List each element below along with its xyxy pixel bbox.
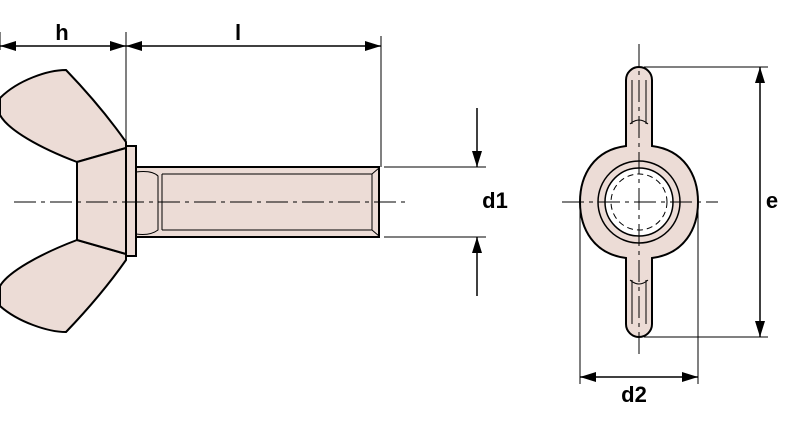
thread-runout-curve [135,171,159,235]
arrowhead [0,41,16,51]
upper-wing [0,68,127,164]
dimension-label-e: e [766,188,778,213]
arrowhead [755,67,765,83]
chamfer-bottom [371,229,380,237]
dimension-d1: d1 [384,108,508,296]
arrowhead [580,372,596,382]
dimension-label-l: l [235,20,241,45]
arrowhead [365,41,381,51]
collar [125,145,137,257]
chamfer-top [371,167,380,175]
dimension-h: h [0,20,127,146]
arrowhead [682,372,698,382]
side-view [0,68,410,334]
hub [76,146,127,256]
arrowhead [126,41,142,51]
end-view [562,44,718,356]
arrowhead [755,321,765,337]
arrowhead [110,41,126,51]
dimension-label-d1: d1 [482,188,508,213]
dimension-e: e [644,66,778,338]
dimension-d2: d2 [579,210,699,407]
dimension-l: l [126,20,382,167]
lower-wing [0,238,127,334]
dimension-label-d2: d2 [621,382,647,407]
wing-ridge [629,279,649,285]
dimension-label-h: h [55,20,68,45]
arrowhead [472,237,482,253]
arrowhead [472,151,482,167]
